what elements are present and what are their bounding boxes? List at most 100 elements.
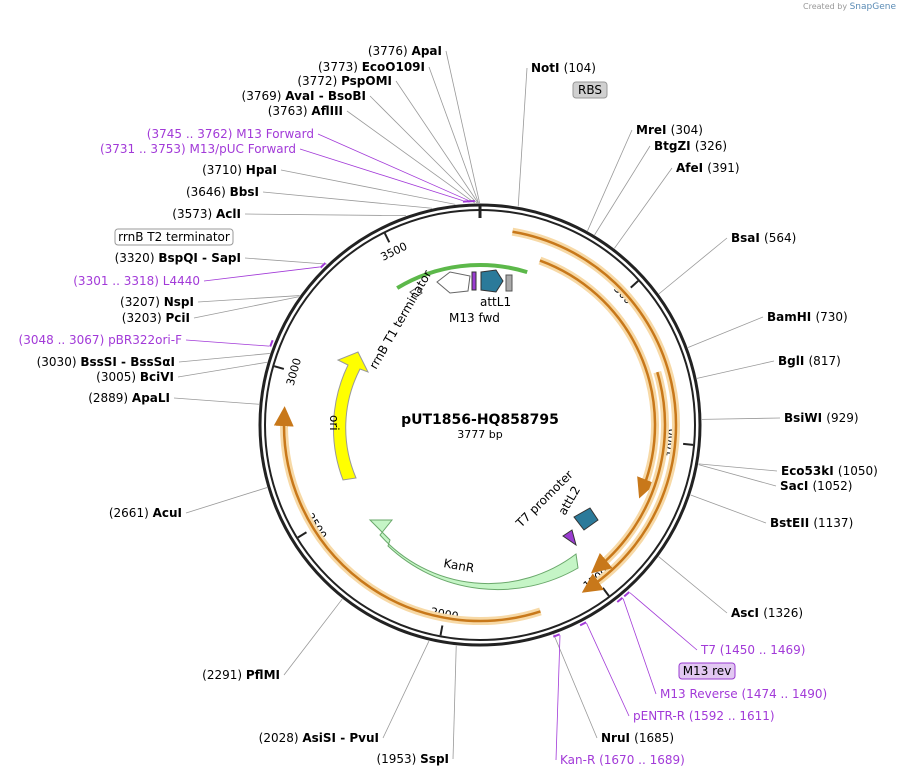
primer-1: (3731 .. 3753) M13/pUC Forward	[100, 142, 296, 156]
primer-4: T7 (1450 .. 1469)	[700, 643, 805, 657]
site-pos: (564)	[764, 231, 796, 245]
site-name: ApaLI	[132, 391, 170, 405]
leader-19	[587, 129, 633, 231]
site-name: BciVI	[140, 370, 174, 384]
primer-7: Kan-R (1670 .. 1689)	[560, 753, 685, 767]
site-pos: (104)	[564, 61, 596, 75]
label-ori: ori	[327, 415, 341, 431]
leader-5	[280, 169, 456, 205]
leader-8	[244, 257, 328, 265]
site-pos: (3320)	[115, 251, 159, 265]
label-leader-lines	[173, 50, 781, 761]
primer-name: M13 Forward	[236, 127, 314, 141]
primer-leader-0	[317, 133, 469, 201]
primer-3: (3048 .. 3067) pBR322ori-F	[19, 333, 183, 347]
orf-4-arc	[590, 371, 667, 574]
site-22: BsaI (564)	[731, 231, 796, 245]
center-labels: pUT1856-HQ858795 3777 bp	[401, 412, 559, 441]
site-name: PflMI	[246, 668, 280, 682]
primer-range: (3048 .. 3067)	[19, 333, 109, 347]
plasmid-name: pUT1856-HQ858795	[401, 412, 559, 428]
site-pos: (3207)	[120, 295, 164, 309]
orf-2-arc	[273, 406, 541, 623]
site-pos: (3776)	[368, 44, 412, 58]
site-15: (2291) PflMI	[202, 668, 280, 682]
restriction-site-labels: (3776) ApaI(3773) EcoO109I(3772) PspOMI(…	[37, 44, 878, 766]
tick-1500	[602, 587, 610, 597]
orf-1-arc	[512, 230, 678, 593]
site-name: PciI	[166, 311, 191, 325]
primer-name: Kan-R	[560, 753, 599, 767]
tick-label-3500: 3500	[379, 240, 410, 264]
leader-18	[517, 67, 528, 207]
primer-6: pENTR-R (1592 .. 1611)	[633, 709, 775, 723]
site-pos: (3573)	[172, 207, 216, 221]
primer-name: M13 Reverse	[660, 687, 742, 701]
site-27: SacI (1052)	[780, 479, 852, 493]
site-name: AvaI - BsoBI	[285, 89, 366, 103]
leader-2	[395, 80, 479, 204]
leader-25	[701, 417, 781, 420]
leader-27	[698, 464, 777, 487]
site-pos: (391)	[707, 161, 739, 175]
site-19: MreI (304)	[636, 123, 703, 137]
site-pos: (929)	[826, 411, 858, 425]
credit-prefix: Created by	[803, 2, 848, 11]
primer-name: M13/pUC Forward	[189, 142, 296, 156]
m13-fwd-mark	[471, 271, 477, 291]
tick-2000	[439, 625, 444, 636]
site-name: BsiWI	[784, 411, 826, 425]
primer-range: (1450 .. 1469)	[720, 643, 806, 657]
site-17: (1953) SspI	[376, 752, 449, 766]
site-pos: (1326)	[763, 606, 803, 620]
leader-6	[262, 191, 433, 209]
kanr-feature	[368, 519, 579, 591]
primer-leader-3	[185, 339, 270, 347]
site-name: SacI	[780, 479, 813, 493]
primer-mark-4	[623, 591, 630, 598]
site-pos: (2661)	[109, 506, 153, 520]
site-6: (3646) BbsI	[186, 185, 259, 199]
site-pos: (3005)	[96, 370, 140, 384]
attl1-arrow	[480, 269, 504, 293]
inner-features	[409, 269, 599, 547]
rrnb-t2-label: rrnB T2 terminator	[118, 230, 230, 244]
attl1-gray-bar	[505, 274, 513, 292]
site-name: NotI	[531, 61, 564, 75]
leader-16	[382, 640, 430, 739]
site-name: BssSI - BssSαI	[80, 355, 175, 369]
tick-500	[630, 280, 639, 289]
snapgene-credit: Created by SnapGene	[803, 2, 896, 12]
rbs-label: RBS	[578, 83, 602, 97]
site-pos: (1050)	[838, 464, 878, 478]
site-name: BspQI - SapI	[158, 251, 241, 265]
primer-leader-7	[555, 635, 561, 761]
plasmid-length: 3777 bp	[457, 428, 502, 441]
tick-label-3000: 3000	[284, 357, 304, 387]
site-30: NruI (1685)	[601, 731, 674, 745]
site-name: AclI	[216, 207, 241, 221]
leader-23	[687, 316, 764, 348]
site-23: BamHI (730)	[767, 310, 848, 324]
site-26: Eco53kI (1050)	[781, 464, 878, 478]
primer-name: pBR322ori-F	[108, 333, 182, 347]
primer-mark-7	[552, 633, 560, 638]
leader-21	[614, 167, 673, 249]
primer-leader-2	[203, 266, 320, 282]
leader-1	[428, 66, 479, 204]
label-rrnb-t1: rrnB T1 terminator	[366, 268, 434, 372]
site-2: (3772) PspOMI	[297, 74, 392, 88]
site-pos: (3646)	[186, 185, 230, 199]
primer-range: (3745 .. 3762)	[147, 127, 237, 141]
site-pos: (1685)	[634, 731, 674, 745]
label-kanr: KanR	[442, 556, 475, 575]
site-pos: (2028)	[259, 731, 303, 745]
site-pos: (1052)	[813, 479, 853, 493]
ori-feature	[333, 351, 370, 481]
primer-range: (1474 .. 1490)	[742, 687, 828, 701]
site-name: Eco53kI	[781, 464, 838, 478]
site-4: (3763) AflIII	[268, 104, 343, 118]
primer-name: pENTR-R	[633, 709, 689, 723]
site-29: AscI (1326)	[731, 606, 803, 620]
